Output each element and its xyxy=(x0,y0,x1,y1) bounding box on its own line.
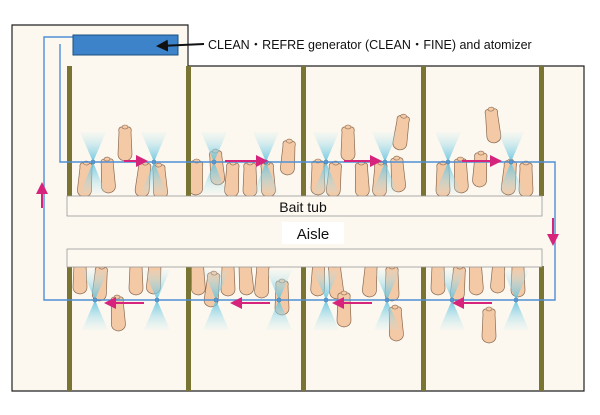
mist-plume xyxy=(201,162,227,194)
mist-plume xyxy=(82,270,108,300)
partition xyxy=(421,266,426,391)
partition xyxy=(186,266,191,391)
mist-plume xyxy=(372,162,398,194)
mist-plume xyxy=(144,300,170,330)
mist-plume xyxy=(313,162,339,194)
pig-icon xyxy=(117,124,133,162)
mist-plume xyxy=(503,300,529,330)
mist-plume xyxy=(141,132,167,162)
mist-plume xyxy=(435,132,461,162)
mist-plume xyxy=(503,270,529,300)
mist-plume xyxy=(374,270,400,300)
partition xyxy=(186,66,191,196)
bait-tub-lower xyxy=(66,248,543,268)
bait-tub-upper xyxy=(66,195,543,217)
lower-partitions xyxy=(67,266,544,391)
mist-plume xyxy=(498,132,524,162)
mist-plume xyxy=(266,300,292,330)
pig-icon xyxy=(100,156,116,194)
mist-plume xyxy=(82,300,108,330)
bait-tub-label: Bait tub xyxy=(279,199,327,215)
partition xyxy=(301,266,306,391)
pig-icon xyxy=(336,290,352,328)
pig-icon xyxy=(518,160,534,198)
pig-icon xyxy=(340,124,356,162)
pig-icon xyxy=(280,138,296,176)
mist-plume xyxy=(141,162,167,194)
mist-plume xyxy=(435,162,461,194)
mist-plume xyxy=(266,270,292,300)
mist-pipe-loop xyxy=(43,36,556,301)
partition xyxy=(421,66,426,196)
mist-plume xyxy=(80,132,106,162)
mist-plume xyxy=(439,270,465,300)
mist-plume xyxy=(374,300,400,330)
partition xyxy=(539,266,544,391)
mist-plume xyxy=(253,132,279,162)
mist-plume xyxy=(144,270,170,300)
mist-plume xyxy=(372,132,398,162)
pig-icon xyxy=(224,160,240,198)
mist-plume xyxy=(203,300,229,330)
mist-plume xyxy=(203,270,229,300)
mist-plume xyxy=(313,270,339,300)
mist-plume xyxy=(313,300,339,330)
mist-plume xyxy=(439,300,465,330)
aisle-label: Aisle xyxy=(297,226,330,243)
upper-partitions xyxy=(67,66,544,196)
aisle-label-bg xyxy=(282,222,344,244)
pointer-arrow-icon xyxy=(156,39,205,52)
pig-icon xyxy=(392,113,410,151)
generator-label: CLEAN・REFRE generator (CLEAN・FINE) and a… xyxy=(208,38,532,52)
partition xyxy=(67,266,72,391)
pig-icon xyxy=(481,306,497,344)
partition xyxy=(539,66,544,196)
partition xyxy=(301,66,306,196)
pig-icon xyxy=(354,160,370,198)
pig-icon xyxy=(472,150,488,188)
mist-plume xyxy=(201,132,227,162)
mist-plume xyxy=(313,132,339,162)
pig-icon xyxy=(484,106,502,144)
mist-plume xyxy=(498,162,524,194)
atomizer-group xyxy=(80,132,529,330)
mist-plume xyxy=(80,162,106,194)
mist-plume xyxy=(253,162,279,194)
partition xyxy=(67,66,72,196)
